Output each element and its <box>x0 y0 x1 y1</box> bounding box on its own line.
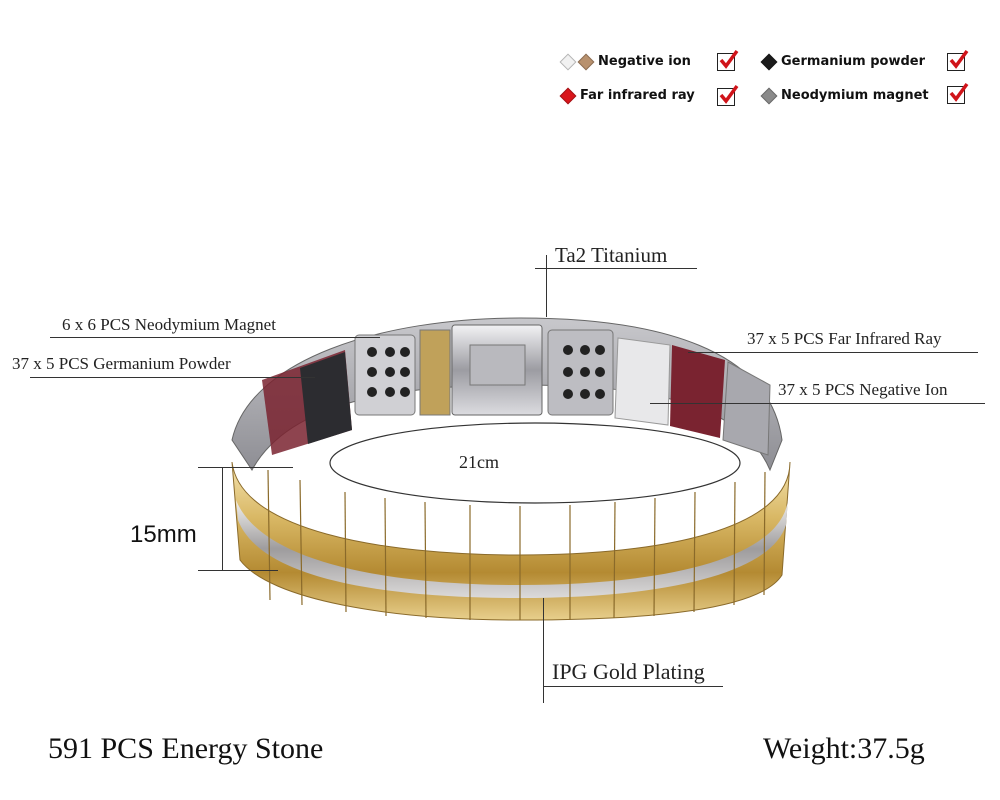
links <box>267 469 766 620</box>
legend-germanium: Germanium powder <box>760 53 926 70</box>
callout-negative-ion: 37 x 5 PCS Negative Ion <box>778 380 948 399</box>
germanium-rule <box>30 377 315 378</box>
far-infrared-panel <box>670 345 725 438</box>
width-bottom-rule <box>198 570 278 571</box>
clasp-gold <box>419 329 451 416</box>
callout-titanium: Ta2 Titanium <box>555 243 668 267</box>
magnet-panel-right <box>547 329 614 416</box>
legend-label: Negative ion <box>598 54 691 69</box>
negative-ion-rule <box>650 403 985 404</box>
gold-plating-rule <box>543 686 723 687</box>
callout-neodymium: 6 x 6 PCS Neodymium Magnet <box>62 315 276 334</box>
titanium-leader <box>546 255 547 317</box>
legend-negative-ion: Negative ion <box>559 53 691 70</box>
checkbox-checked-icon <box>947 49 969 71</box>
checkbox-checked-icon <box>947 82 969 104</box>
weight-text: Weight:37.5g <box>763 732 925 765</box>
width-top-rule <box>198 467 293 468</box>
legend-label: Germanium powder <box>781 54 926 69</box>
legend-label: Far infrared ray <box>580 88 695 103</box>
far-infrared-rule <box>688 352 978 353</box>
callout-gold-plating: IPG Gold Plating <box>552 659 705 684</box>
legend-far-infrared: Far infrared ray <box>559 87 695 104</box>
magnet-panel-left <box>354 334 416 416</box>
energy-stone-text: 591 PCS Energy Stone <box>48 732 324 765</box>
germanium-panel <box>262 350 352 455</box>
checkbox-checked-icon <box>717 49 739 71</box>
callout-germanium: 37 x 5 PCS Germanium Powder <box>12 354 231 373</box>
callout-far-infrared: 37 x 5 PCS Far Infrared Ray <box>747 329 942 348</box>
negative-ion-panel <box>614 337 671 426</box>
checkbox-checked-icon <box>717 84 739 106</box>
gold-plating-leader <box>543 598 544 703</box>
neodymium-rule <box>50 337 380 338</box>
legend-label: Neodymium magnet <box>781 88 929 103</box>
titanium-rule <box>535 268 697 269</box>
width-leader <box>222 467 223 570</box>
width-label: 15mm <box>130 521 197 548</box>
legend-neodymium: Neodymium magnet <box>760 87 929 104</box>
diameter-ring <box>329 422 741 504</box>
diameter-label: 21cm <box>459 452 499 472</box>
